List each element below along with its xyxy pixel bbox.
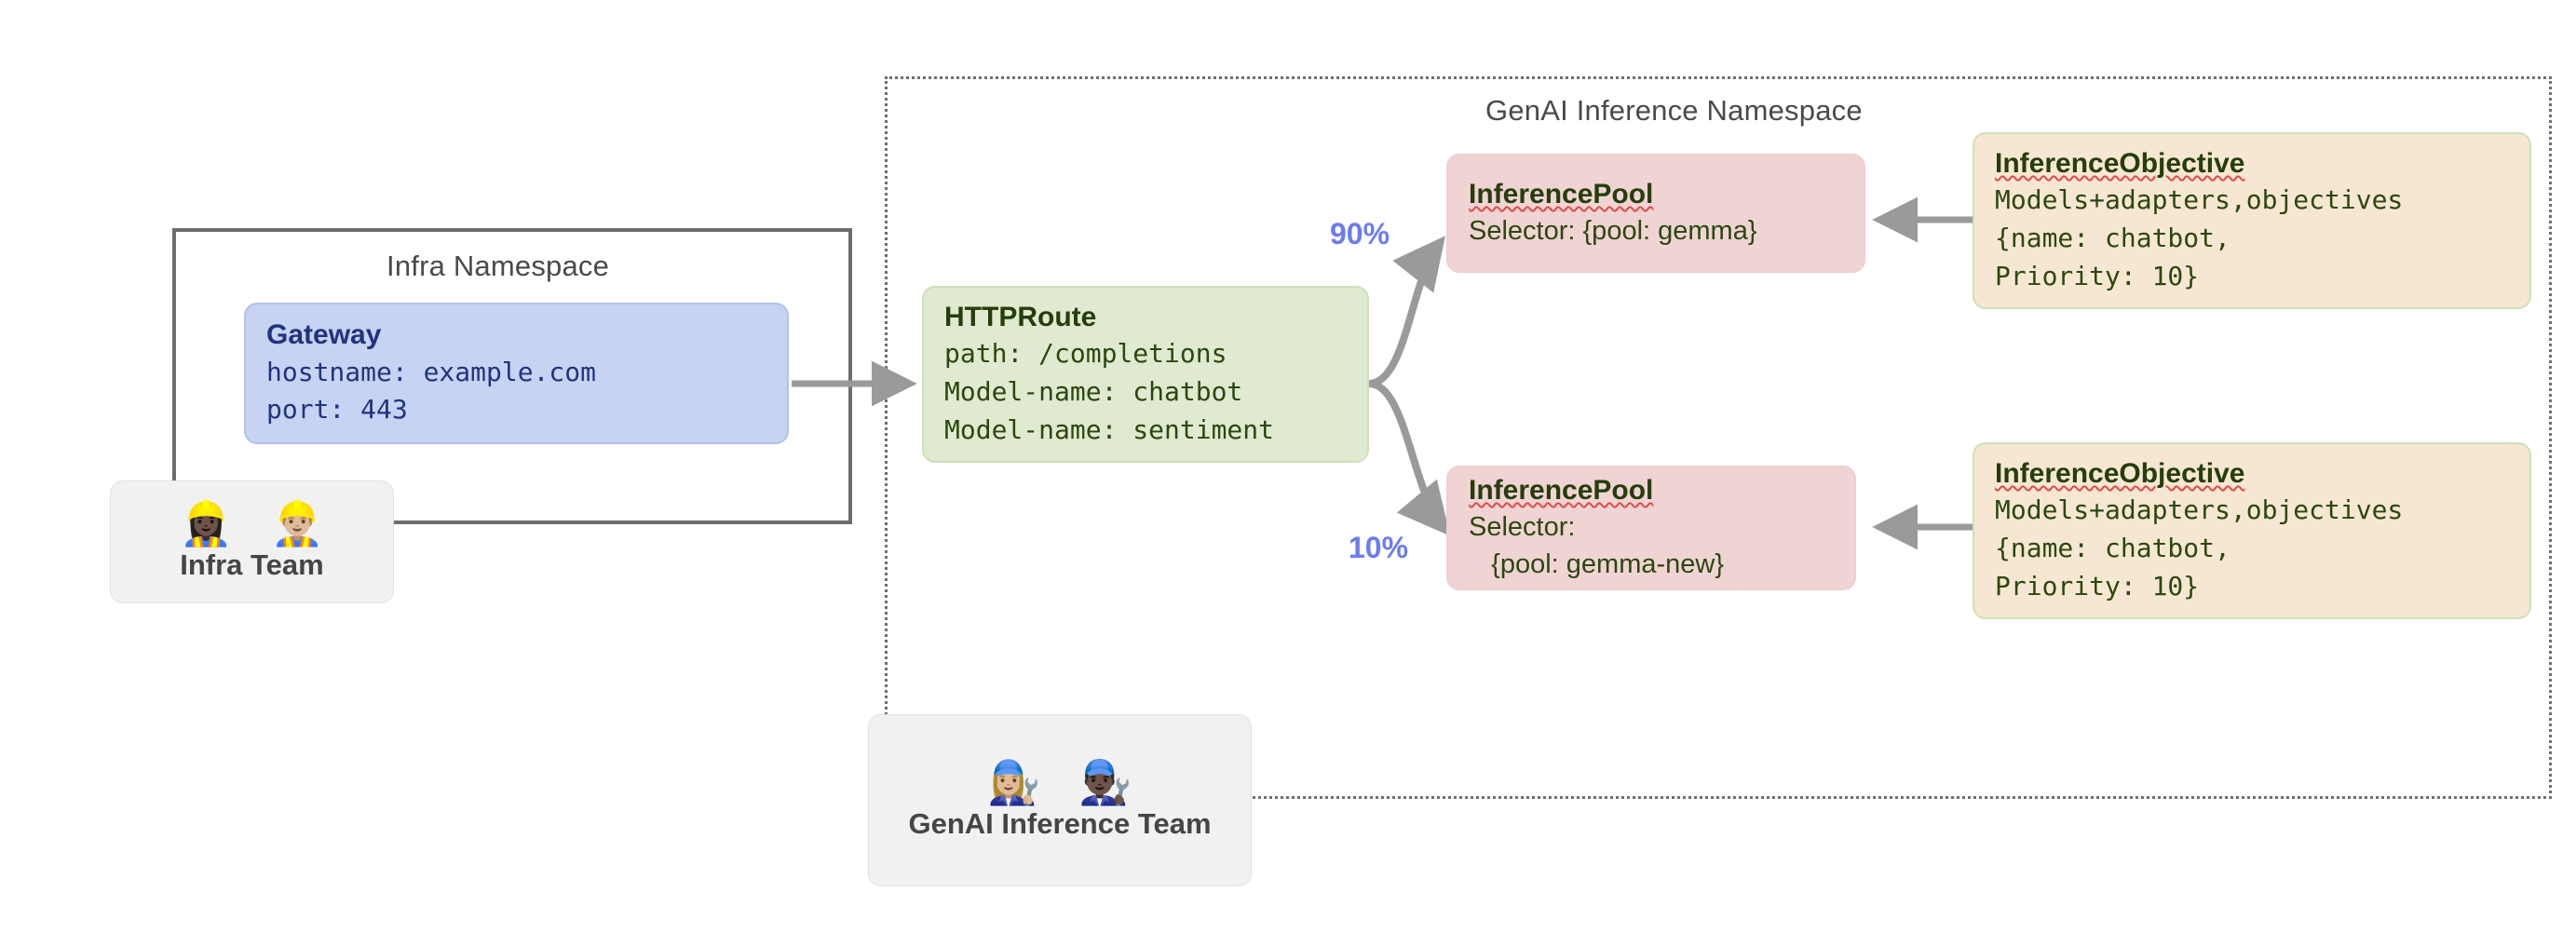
genai-inference-namespace-title: GenAI Inference Namespace	[1485, 94, 1863, 127]
gateway-port: port: 443	[266, 394, 408, 426]
inferenceobjective-node-2[interactable]: InferenceObjective Models+adapters,objec…	[1973, 442, 2531, 619]
weight-label-90: 90%	[1330, 217, 1390, 250]
inferenceobjective-title-1: InferenceObjective	[1995, 147, 2245, 179]
genai-inference-namespace-container	[885, 76, 2552, 799]
inferencepool-node-gemma-new[interactable]: InferencePool Selector: {pool: gemma-new…	[1446, 466, 1856, 590]
inferencepool-node-gemma[interactable]: InferencePool Selector: {pool: gemma}	[1446, 154, 1865, 273]
inferenceobjective-models-1: Models+adapters,objectives	[1995, 184, 2404, 216]
genai-inference-team-label: GenAI Inference Team	[908, 806, 1212, 840]
inferencepool-selector-1: Selector: {pool: gemma}	[1469, 216, 1757, 247]
httproute-path: path: /completions	[944, 338, 1227, 370]
httproute-node[interactable]: HTTPRoute path: /completions Model-name:…	[922, 286, 1369, 463]
gateway-node[interactable]: Gateway hostname: example.com port: 443	[244, 303, 789, 444]
gateway-hostname: hostname: example.com	[266, 356, 597, 387]
inferenceobjective-name-1: {name: chatbot,	[1995, 222, 2230, 253]
inferenceobjective-title-2: InferenceObjective	[1995, 457, 2245, 489]
httproute-model-name-sentiment: Model-name: sentiment	[944, 413, 1275, 445]
inferencepool-title-1: InferencePool	[1469, 178, 1654, 210]
inferencepool-title-2: InferencePool	[1469, 474, 1654, 506]
gateway-title: Gateway	[266, 319, 382, 351]
infra-namespace-container	[172, 228, 852, 524]
mechanic-icons: 👩🏼‍🔧 👨🏿‍🔧	[987, 757, 1146, 806]
httproute-title: HTTPRoute	[944, 301, 1097, 332]
inferenceobjective-node-1[interactable]: InferenceObjective Models+adapters,objec…	[1973, 132, 2531, 309]
inferenceobjective-name-2: {name: chatbot,	[1995, 532, 2230, 563]
weight-label-10: 10%	[1349, 531, 1409, 564]
infra-namespace-title: Infra Namespace	[386, 250, 610, 282]
infra-team-card[interactable]: 👷🏿‍♀️ 👷🏼‍♂️ Infra Team	[110, 480, 394, 603]
httproute-model-name-chatbot: Model-name: chatbot	[944, 375, 1243, 407]
construction-worker-icons: 👷🏿‍♀️ 👷🏼‍♂️	[179, 499, 338, 548]
inferencepool-selector-2-value: {pool: gemma-new}	[1469, 549, 1725, 580]
infra-team-label: Infra Team	[180, 548, 324, 581]
inferenceobjective-priority-2: Priority: 10}	[1995, 570, 2200, 602]
inferenceobjective-priority-1: Priority: 10}	[1995, 260, 2200, 291]
genai-inference-team-card[interactable]: 👩🏼‍🔧 👨🏿‍🔧 GenAI Inference Team	[868, 714, 1252, 886]
inferencepool-selector-2-label: Selector:	[1469, 512, 1576, 543]
inferenceobjective-models-2: Models+adapters,objectives	[1995, 494, 2404, 526]
